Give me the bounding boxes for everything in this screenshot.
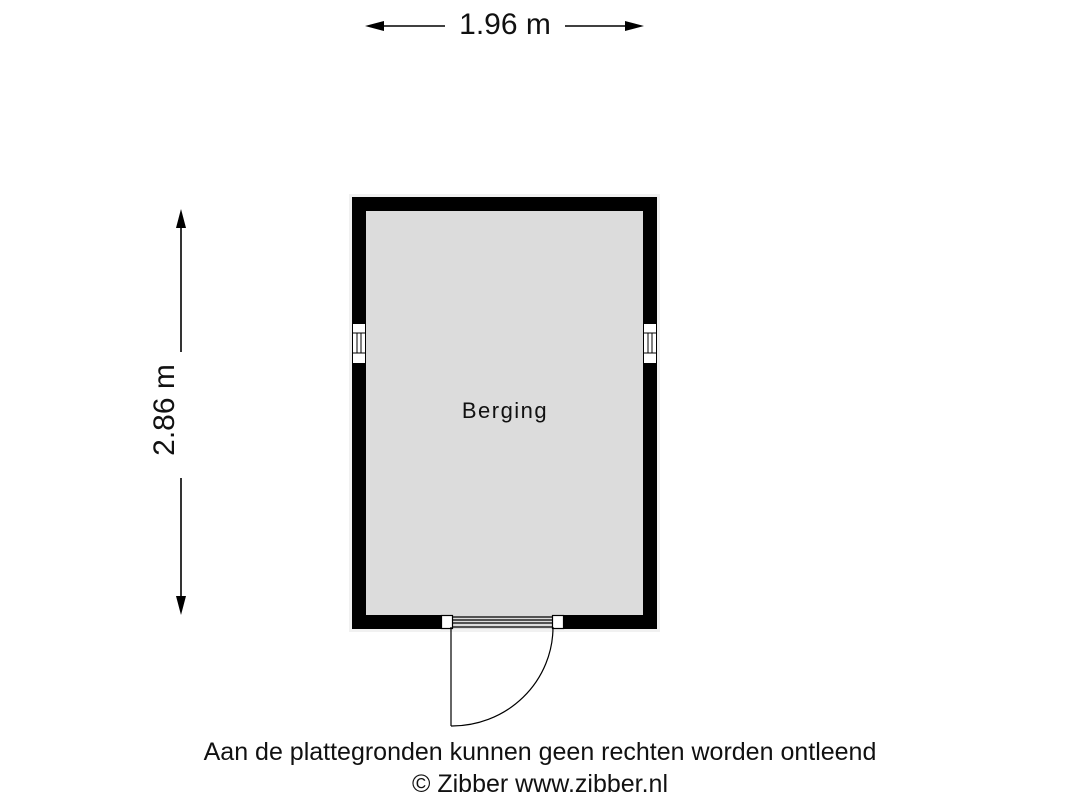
walls (352, 197, 657, 629)
height-dimension-label: 2.86 m (148, 364, 181, 456)
arrow-down-icon (176, 596, 186, 615)
arrow-left-icon (365, 21, 384, 31)
window-right (643, 323, 657, 364)
arrow-up-icon (176, 209, 186, 228)
room-berging-floor (352, 197, 657, 629)
window-left (352, 323, 366, 364)
door (440, 614, 565, 727)
height-dimension-line (176, 209, 186, 615)
disclaimer-text: Aan de plattegronden kunnen geen rechten… (203, 738, 877, 766)
copyright-text: © Zibber www.zibber.nl (411, 770, 669, 798)
arrow-right-icon (625, 21, 644, 31)
room-label-berging: Berging (461, 398, 549, 423)
width-dimension-label: 1.96 m (459, 8, 551, 41)
width-dimension-line (365, 21, 644, 31)
